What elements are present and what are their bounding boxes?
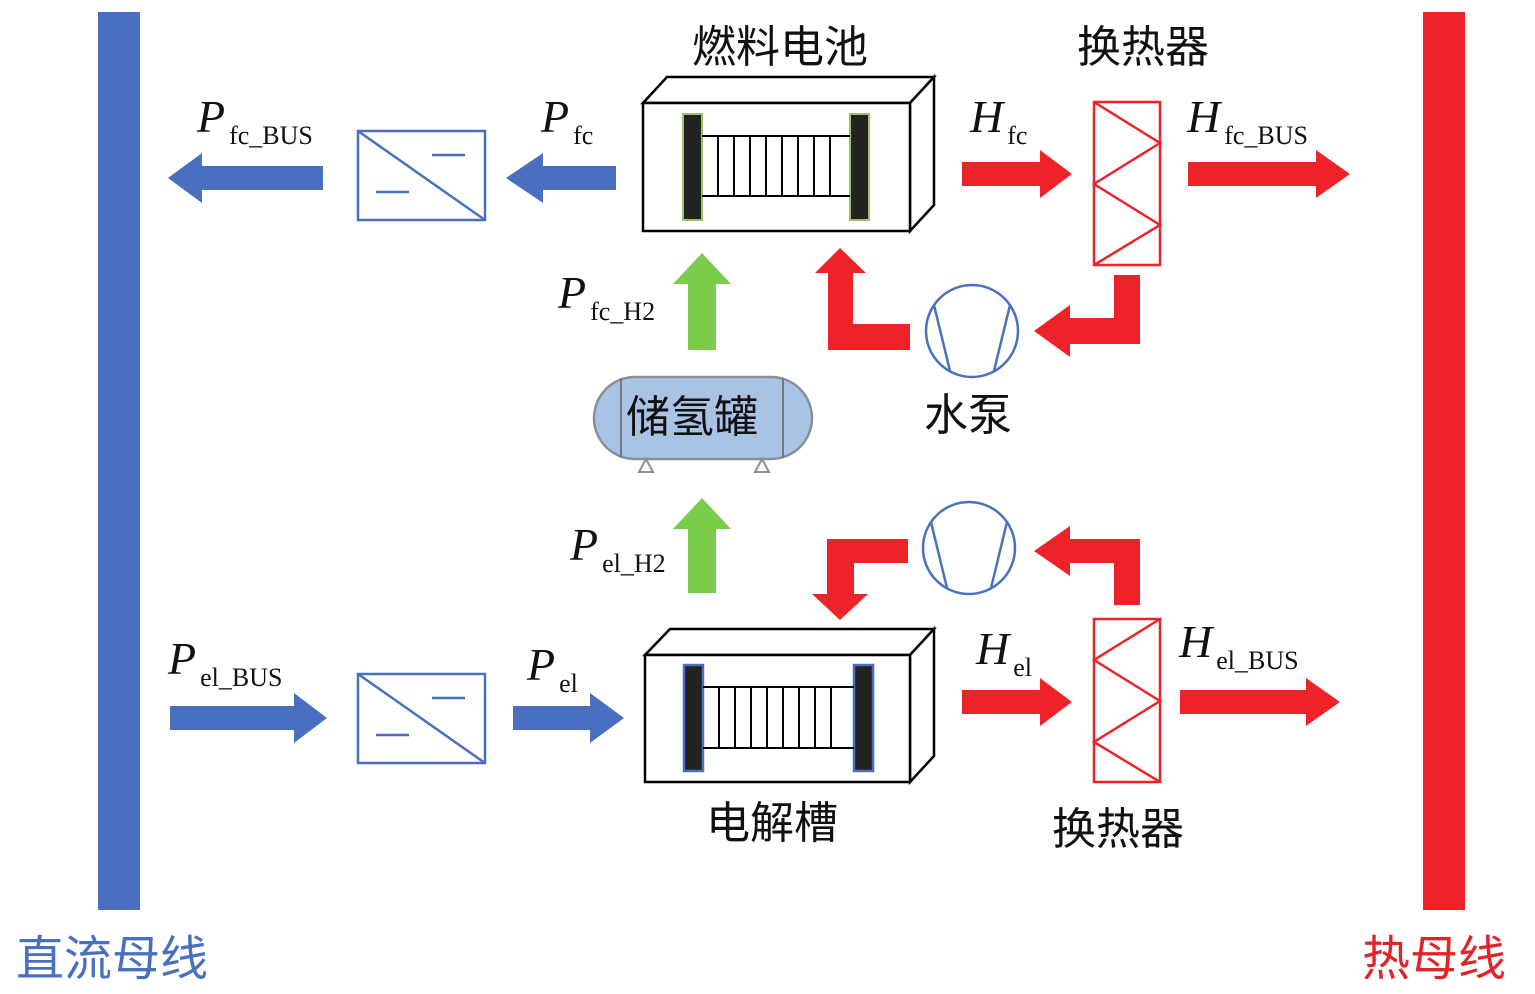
arrow-p-el-h2	[673, 498, 731, 593]
arrow-p-fc-h2	[673, 253, 731, 350]
arrow-p-fc-bus	[168, 153, 323, 203]
arrow-h-fc-bus	[1188, 150, 1350, 198]
heat-bus-label: 热母线	[1362, 931, 1506, 987]
arrow-h-fc	[962, 150, 1072, 198]
electrolyzer-stack	[642, 625, 937, 786]
water-pump-label: 水泵	[924, 390, 1012, 441]
dc-bus-label: 直流母线	[16, 931, 208, 987]
arrow-p-el	[513, 693, 624, 743]
water-pump-bottom	[921, 500, 1017, 596]
heat-bus-bar	[1423, 12, 1465, 910]
hydrogen-tank	[592, 375, 814, 473]
arrow-p-el-bus	[170, 693, 327, 743]
fuel-cell-title: 燃料电池	[692, 22, 868, 73]
heat-exchanger-bottom-title: 换热器	[1052, 804, 1184, 855]
return-arrow-top-left	[815, 248, 910, 350]
fuel-cell-stack	[640, 73, 937, 235]
hydrogen-tank-label: 储氢罐	[626, 392, 758, 443]
return-arrow-top-right	[1034, 275, 1140, 357]
arrow-h-el-bus	[1180, 678, 1340, 726]
heat-exchanger-top	[1091, 100, 1163, 267]
dcdc-converter-top	[356, 129, 487, 222]
arrow-p-fc	[506, 153, 616, 203]
heat-exchanger-top-title: 换热器	[1077, 22, 1209, 73]
electrolyzer-title: 电解槽	[706, 798, 838, 849]
dc-bus-bar	[98, 12, 140, 910]
water-pump-top	[924, 283, 1020, 379]
arrow-h-el	[962, 678, 1072, 726]
return-arrow-bottom-right	[1034, 526, 1140, 605]
dcdc-converter-bottom	[356, 672, 487, 765]
return-arrow-bottom-left	[812, 539, 908, 620]
heat-exchanger-bottom	[1091, 617, 1163, 784]
